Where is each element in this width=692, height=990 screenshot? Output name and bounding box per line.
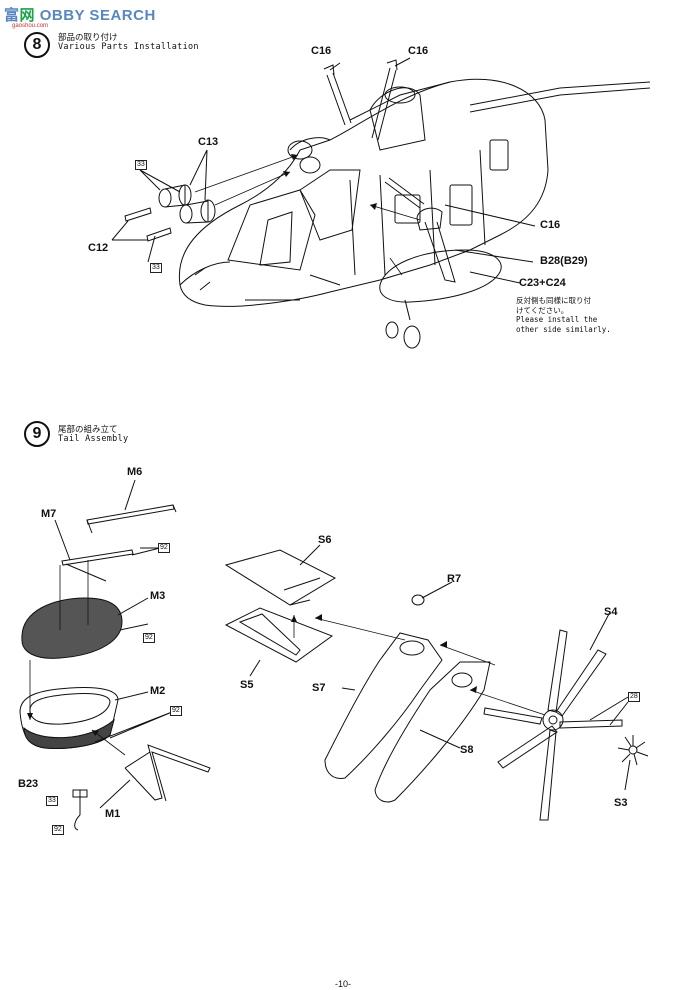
note-jp-line1: 反対側も同様に取り付 <box>516 296 591 305</box>
label-s7: S7 <box>312 682 326 694</box>
label-m7: M7 <box>41 508 57 520</box>
note-en-line1: Please install the <box>516 315 598 324</box>
step8-title-en: Various Parts Installation <box>58 42 199 52</box>
tail-assembly-drawing <box>20 480 648 830</box>
badge-92-m2: 92 <box>170 706 182 716</box>
label-c23-c24: C23+C24 <box>519 277 566 289</box>
badge-92-m3: 92 <box>143 633 155 643</box>
watermark-char-b: 网 <box>19 7 36 24</box>
step8-number-circle: 8 <box>24 32 50 58</box>
watermark-site: gaoshou.com <box>12 23 49 29</box>
step9-number-circle: 9 <box>24 421 50 447</box>
label-r7: R7 <box>447 573 462 585</box>
label-s5: S5 <box>240 679 254 691</box>
label-m1: M1 <box>105 808 121 820</box>
label-c16-left: C16 <box>311 45 332 57</box>
arrowheads-step9 <box>27 614 477 736</box>
step9-title-en: Tail Assembly <box>58 434 129 444</box>
note-jp-line2: けてください。 <box>516 305 569 315</box>
badge-33-lower: 33 <box>150 263 162 273</box>
label-b28: B28(B29) <box>540 255 588 267</box>
label-s8: S8 <box>460 744 474 756</box>
label-m2: M2 <box>150 685 166 697</box>
arrow-tail-connector <box>440 645 495 665</box>
label-s3: S3 <box>614 797 628 809</box>
label-m6: M6 <box>127 466 143 478</box>
badge-33-b23: 33 <box>46 796 58 806</box>
label-c12: C12 <box>88 242 109 254</box>
label-s6: S6 <box>318 534 332 546</box>
page-number: -10- <box>335 979 352 989</box>
note-en-line2: other side similarly. <box>516 324 611 334</box>
label-c16-arm: C16 <box>540 219 561 231</box>
watermark-logo: 富网 OBBY SEARCH <box>4 4 156 25</box>
label-s4: S4 <box>604 606 618 618</box>
label-c16-right: C16 <box>408 45 429 57</box>
badge-92-hook: 92 <box>52 825 64 835</box>
label-b23: B23 <box>18 778 39 790</box>
watermark-brand: OBBY SEARCH <box>39 7 156 24</box>
badge-33-upper: 33 <box>135 160 147 170</box>
label-c13: C13 <box>198 136 219 148</box>
arrowheads-step8 <box>283 154 377 210</box>
watermark-char-a: 富 <box>4 7 20 24</box>
install-note: 反対側も同様に取り付 けてください。 Please install the ot… <box>516 296 611 334</box>
label-m3: M3 <box>150 590 166 602</box>
step8-title-jp: 部品の取り付け <box>58 32 118 42</box>
badge-92-m7: 92 <box>158 543 170 553</box>
step9-title-jp: 尾部の組み立て <box>58 424 118 434</box>
helicopter-fuselage-drawing <box>112 58 650 348</box>
badge-28-s4: 28 <box>628 692 640 702</box>
